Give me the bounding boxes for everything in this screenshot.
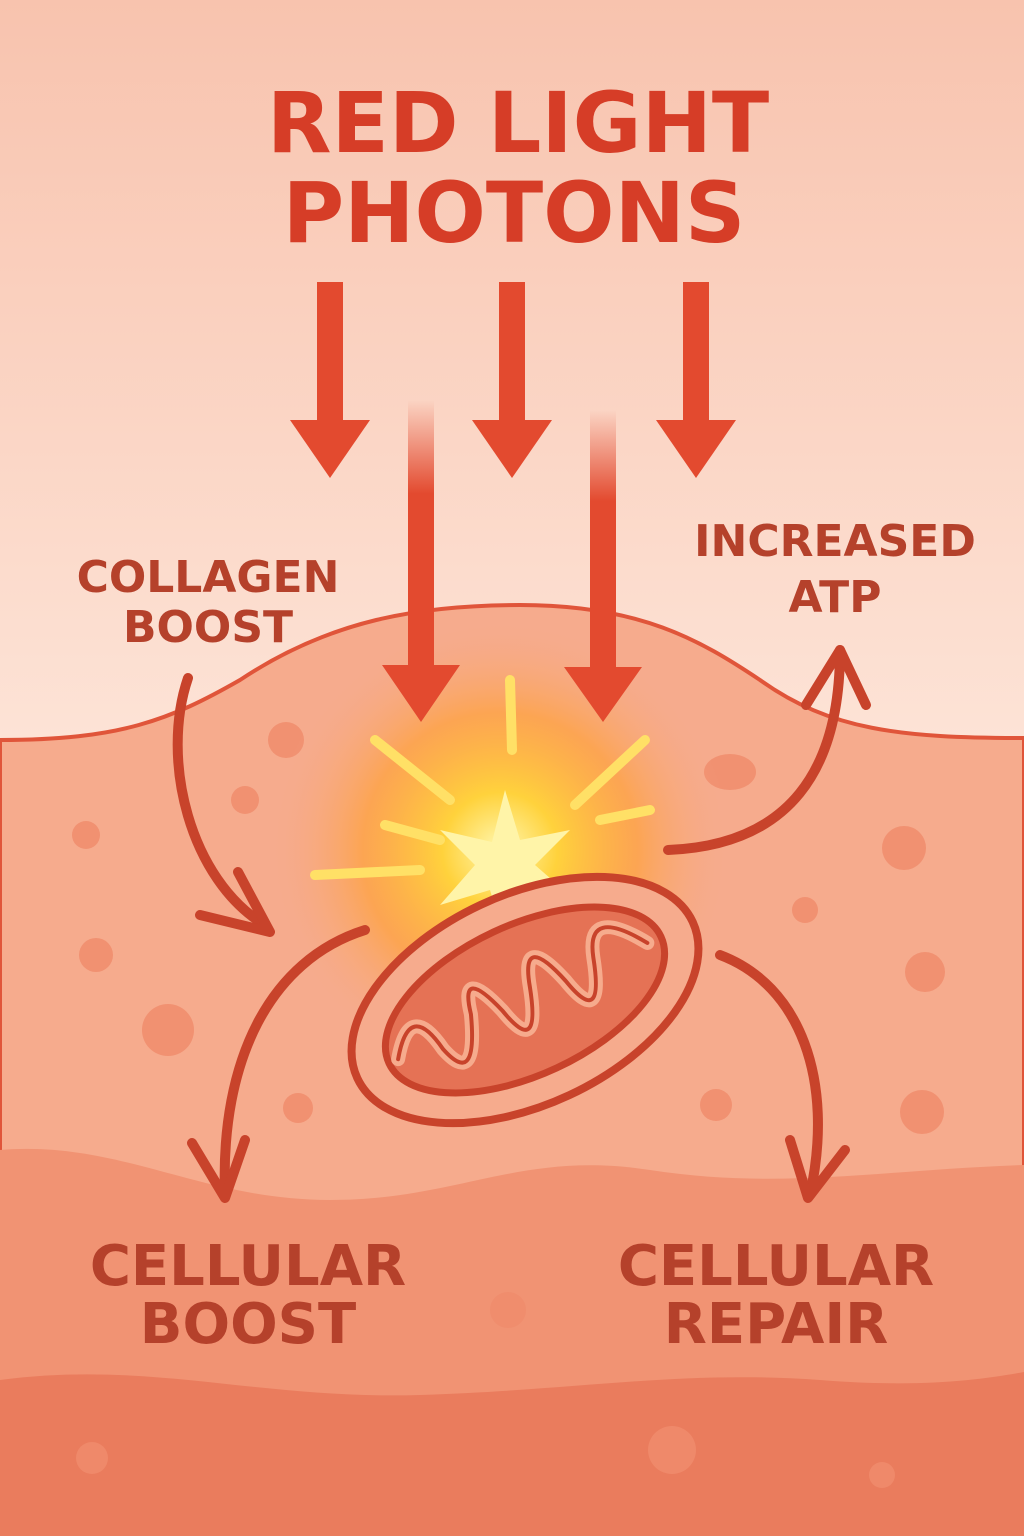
cellular-boost-label-line-2: BOOST [140, 1292, 356, 1357]
photon-arrow-icon [290, 282, 370, 478]
collagen-arrow-icon [172, 673, 270, 930]
atp-arrow-icon [663, 645, 845, 855]
spark-icon [440, 790, 575, 940]
collagen-label-line-2: BOOST [123, 602, 293, 653]
cellular-repair-arrow-icon [715, 950, 823, 1200]
cellular-boost-label-line-1: CELLULAR [90, 1234, 406, 1299]
atp-label-line-1: INCREASED [694, 516, 976, 567]
atp-label-line-2: ATP [789, 572, 882, 623]
collagen-label-line-1: COLLAGEN [77, 552, 340, 603]
photon-arrow-icon [656, 282, 736, 478]
photon-beam-arrow-icon [382, 400, 460, 722]
effect-arrows [172, 645, 871, 1203]
cell-dots [72, 722, 945, 1488]
cellular-repair-label-line-1: CELLULAR [618, 1234, 934, 1299]
starburst-icon [310, 675, 655, 880]
cellular-repair-label-line-2: REPAIR [664, 1292, 889, 1357]
mitochondrion-icon [347, 872, 703, 1128]
deep-tissue-layer [0, 1372, 1024, 1536]
title-line-2: PHOTONS [283, 164, 746, 262]
photon-arrows [290, 282, 736, 722]
cellular-boost-arrow-icon [219, 925, 370, 1200]
photon-beam-arrow-icon [564, 410, 642, 722]
photon-arrow-icon [472, 282, 552, 478]
title-line-1: RED LIGHT [267, 74, 769, 172]
